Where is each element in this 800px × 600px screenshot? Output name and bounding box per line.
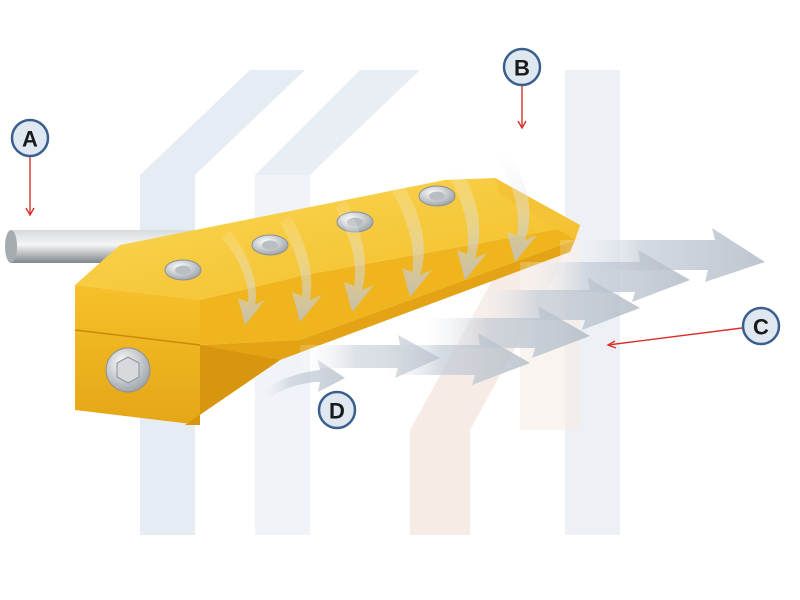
callout-c-label: C — [753, 315, 769, 340]
callout-c: C — [741, 306, 781, 346]
bolt-top-1 — [164, 259, 202, 281]
bolt-top-4 — [418, 185, 456, 207]
pointer-b — [517, 86, 527, 130]
entrained-air-arrows — [222, 145, 537, 325]
callout-b: B — [502, 47, 542, 87]
callout-a: A — [10, 118, 50, 158]
pointer-a — [25, 157, 35, 217]
callout-b-label: B — [514, 56, 530, 81]
pointer-c — [606, 327, 743, 349]
bolt-side — [105, 347, 151, 393]
callout-a-label: A — [22, 127, 38, 152]
lower-air-arrows — [255, 360, 345, 402]
bolt-top-2 — [251, 234, 289, 256]
callout-d: D — [317, 390, 357, 430]
callout-d-label: D — [329, 399, 345, 424]
output-air-arrows — [300, 228, 765, 385]
